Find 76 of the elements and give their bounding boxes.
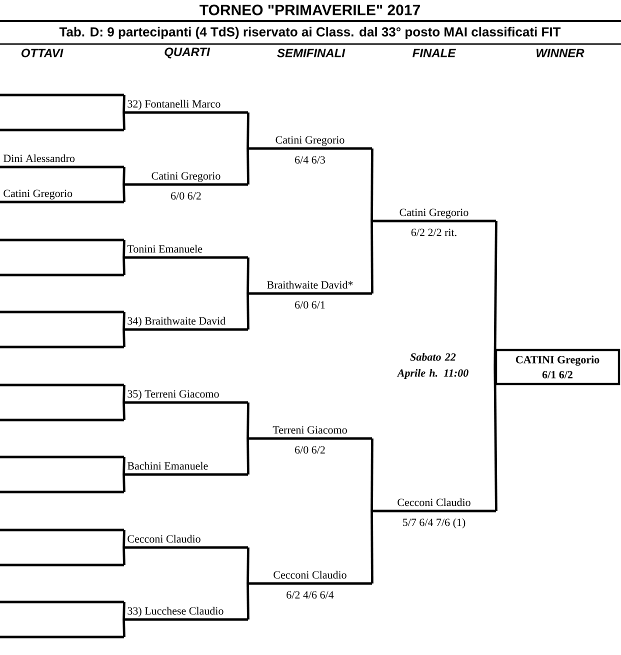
bracket-connector <box>122 257 126 276</box>
bracket-line <box>0 418 124 422</box>
player-name: 34) Braithwaite David <box>128 316 226 327</box>
match-score: 6/4 6/3 <box>295 156 325 164</box>
player-name: 35) Terreni Giacomo <box>128 390 219 400</box>
match-score: 6/0 6/1 <box>295 301 325 309</box>
bracket-connector <box>370 148 374 221</box>
bracket-connector <box>122 602 126 620</box>
match-schedule-note: Sabato 22 Aprile h. 11:00 <box>396 353 468 379</box>
bracket-line <box>0 456 124 458</box>
winner-box: CATINI Gregorio 6/1 6/2 <box>494 348 620 386</box>
player-name: Tonini Emanuele <box>127 244 202 253</box>
bracket-line <box>0 274 124 276</box>
bracket-connector <box>494 367 498 512</box>
round-header: SEMIFINALI <box>277 48 346 58</box>
player-name: Cecconi Claudio <box>398 498 470 506</box>
bracket-connector <box>122 530 126 548</box>
player-name: 32) Fontanelli Marco <box>128 100 220 110</box>
player-name: Braithwaite David* <box>267 280 353 289</box>
bracket-connector <box>122 384 126 403</box>
player-name: Dini Alessandro <box>4 154 75 162</box>
bracket-line <box>0 564 124 566</box>
bracket-connector <box>246 584 250 620</box>
bracket-connector <box>122 166 126 185</box>
round-header: WINNER <box>536 48 584 58</box>
bracket-line <box>0 600 124 604</box>
player-name: Terreni Giacomo <box>272 426 347 434</box>
bracket-connector <box>122 619 126 638</box>
match-score: 6/0 6/2 <box>171 192 201 200</box>
bracket-line <box>0 310 124 314</box>
bracket-connector <box>122 184 126 202</box>
round-header: OTTAVI <box>21 48 64 58</box>
bracket-connector <box>246 148 250 185</box>
match-score: 5/7 6/4 7/6 (1) <box>403 518 466 528</box>
bracket-connector <box>246 293 250 330</box>
player-name: Bachini Emanuele <box>128 462 208 470</box>
bracket-connector <box>246 402 250 439</box>
bracket-connector <box>370 511 374 584</box>
player-name: Catini Gregorio <box>400 208 468 218</box>
bracket-connector <box>122 329 126 348</box>
bracket-line <box>0 636 124 638</box>
bracket-connector <box>122 547 126 566</box>
bracket-connector <box>494 221 498 367</box>
bracket-connector <box>122 94 126 113</box>
bracket-line <box>0 94 124 96</box>
match-score: 6/0 6/2 <box>295 446 325 454</box>
round-header: FINALE <box>412 48 456 58</box>
bracket-line <box>0 528 124 532</box>
bracket-connector <box>122 456 126 475</box>
player-name: Catini Gregorio <box>276 136 344 146</box>
bracket-line <box>0 346 124 348</box>
bracket-connector <box>246 548 250 584</box>
bracket-connector <box>246 258 250 294</box>
bracket-connector <box>122 112 126 130</box>
bracket-connector <box>122 312 126 330</box>
bracket-line <box>0 128 124 132</box>
bracket-connector <box>370 221 374 294</box>
bracket-line <box>0 490 124 494</box>
bracket-connector <box>122 474 126 492</box>
player-name: Cecconi Claudio <box>274 570 346 579</box>
title: TORNEO "PRIMAVERILE" 2017 <box>200 4 420 16</box>
bracket-connector <box>122 240 126 258</box>
bracket-connector <box>246 112 250 149</box>
player-name: 33) Lucchese Claudio <box>128 606 224 617</box>
match-score: 6/2 2/2 rit. <box>411 228 456 236</box>
round-header: QUARTI <box>164 48 210 58</box>
player-name: Cecconi Claudio <box>128 534 200 543</box>
bracket-connector <box>370 438 374 511</box>
bracket-connector <box>246 438 250 475</box>
player-name: Catini Gregorio <box>152 172 220 182</box>
player-name: Catini Gregorio <box>4 190 72 200</box>
bracket-line <box>0 238 124 242</box>
bracket-line <box>0 384 124 386</box>
match-score: 6/2 4/6 6/4 <box>286 591 334 599</box>
bracket-connector <box>122 402 126 420</box>
subtitle: Tab. D: 9 partecipanti (4 TdS) riservato ai Class. dal 33° posto MAI classificati FIT <box>59 26 561 40</box>
